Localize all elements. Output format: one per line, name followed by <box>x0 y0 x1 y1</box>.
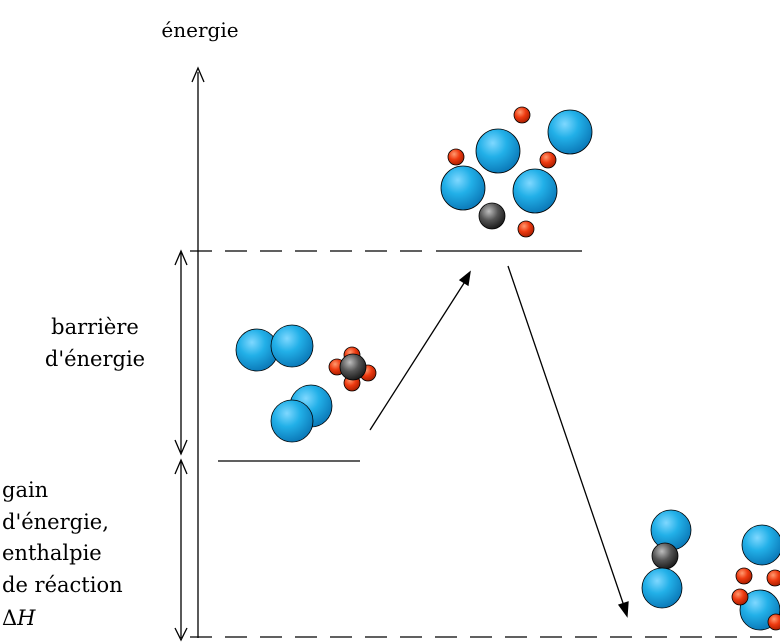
barrier-arrow <box>174 249 188 456</box>
barrier-label-line-1: barrière <box>51 315 139 339</box>
gain-label-line-1: gain <box>2 478 48 502</box>
gain-arrow <box>174 458 188 642</box>
delta-symbol: Δ <box>2 606 17 630</box>
transition-molecules <box>440 106 593 238</box>
product-molecules <box>641 509 780 631</box>
gain-label-line-3: enthalpie <box>2 541 102 565</box>
gain-label-line-2: d'énergie, <box>2 510 109 534</box>
release-arrow <box>507 265 629 618</box>
barrier-label-line-2: d'énergie <box>45 347 145 371</box>
delta-h-label: ΔH <box>2 606 36 630</box>
activation-arrow <box>369 270 471 431</box>
energy-axis <box>191 66 205 638</box>
delta-variable: H <box>16 606 36 630</box>
axis-label: énergie <box>161 18 238 42</box>
reactant-molecules <box>235 324 377 443</box>
gain-label-line-4: de réaction <box>2 573 123 597</box>
